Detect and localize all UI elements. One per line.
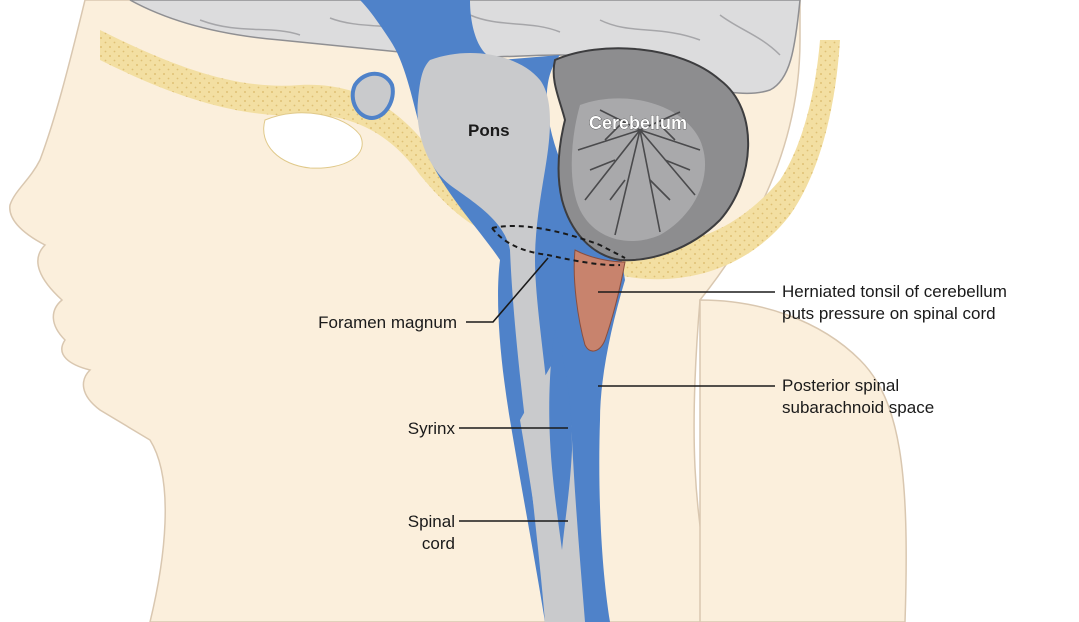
foramen-magnum-label: Foramen magnum — [318, 313, 457, 332]
cerebellum-label: Cerebellum — [589, 113, 687, 133]
posterior-label-line2: subarachnoid space — [782, 398, 934, 417]
herniated-label-line1: Herniated tonsil of cerebellum — [782, 282, 1007, 301]
syrinx-label: Syrinx — [408, 419, 456, 438]
spinal-label-line1: Spinal — [408, 512, 455, 531]
spinal-label-line2: cord — [422, 534, 455, 553]
pituitary — [353, 74, 393, 118]
posterior-label-line1: Posterior spinal — [782, 376, 899, 395]
herniated-label-line2: puts pressure on spinal cord — [782, 304, 996, 323]
neck-back — [700, 300, 906, 622]
pons-label: Pons — [468, 121, 510, 140]
